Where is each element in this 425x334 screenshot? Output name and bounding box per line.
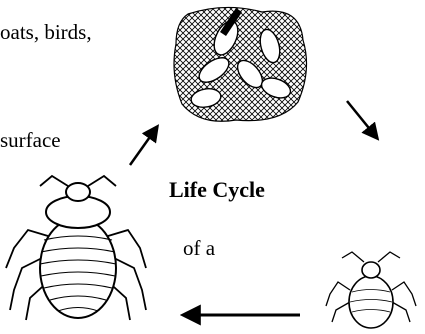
nymph-abdomen xyxy=(349,276,393,328)
eggs-on-fabric-illustration xyxy=(170,0,320,130)
nymph-head xyxy=(362,262,380,278)
adult-bedbug-illustration xyxy=(6,176,146,320)
arrow-eggs-to-nymph xyxy=(347,101,377,138)
nymph-illustration xyxy=(326,252,416,328)
adult-head xyxy=(66,183,90,201)
arrow-adult-to-eggs xyxy=(130,127,157,165)
adult-abdomen xyxy=(40,218,116,318)
